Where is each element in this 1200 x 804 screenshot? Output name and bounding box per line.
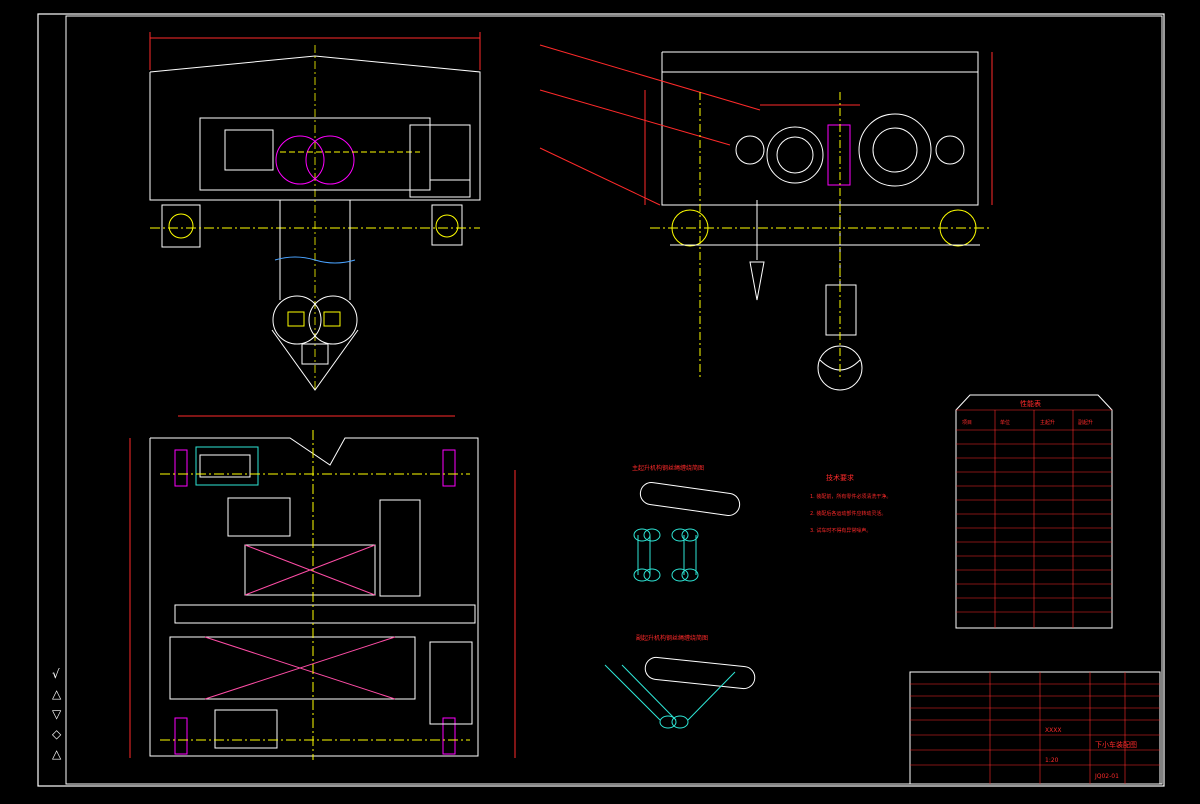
rope-diagram-lower-title: 副起升机构钢丝绳缠绕简图 (636, 634, 708, 642)
note-line-3: 3. 试车时不得有异常噪声。 (810, 527, 871, 534)
title-block: 下小车装配图 XXXX JQ02-01 1:20 (909, 671, 1161, 785)
title-block-title: 下小车装配图 (1095, 740, 1137, 749)
outer-frame (37, 13, 1165, 787)
performance-table-title: 性能表 (1020, 399, 1041, 408)
technical-notes: 技术要求 1. 装配前，所有零件必须清洗干净。 2. 装配后各运动部件应转动灵活… (810, 473, 891, 534)
title-block-scale: 1:20 (1045, 757, 1059, 764)
mark-5: △ (52, 747, 62, 761)
plan-view (129, 415, 516, 760)
mark-3: ▽ (52, 707, 62, 721)
rope-diagram-upper-title: 主起升机构钢丝绳缠绕简图 (632, 464, 704, 472)
title-block-drawing-number: JQ02-01 (1094, 773, 1119, 780)
side-view (539, 44, 993, 391)
note-line-1: 1. 装配前，所有零件必须清洗干净。 (810, 493, 891, 500)
front-view (149, 32, 481, 391)
rope-diagrams: 主起升机构钢丝绳缠绕简图 副起升机构钢丝绳缠绕简图 (604, 464, 756, 729)
table-col-aux: 副起升 (1078, 419, 1093, 426)
notes-heading: 技术要求 (826, 473, 854, 482)
performance-table: 性能表 项目 单位 主起升 副起升 (955, 394, 1113, 629)
inner-frame (65, 15, 1163, 785)
title-block-company: XXXX (1045, 727, 1061, 734)
left-marks: √ △ ▽ ◇ △ (52, 667, 62, 761)
table-col-item: 项目 (962, 420, 972, 426)
note-line-2: 2. 装配后各运动部件应转动灵活。 (810, 510, 886, 517)
mark-4: ◇ (52, 727, 62, 741)
table-col-main: 主起升 (1040, 419, 1055, 426)
mark-2: △ (52, 687, 62, 701)
mark-1: √ (52, 667, 60, 681)
table-col-unit: 单位 (1000, 419, 1010, 426)
